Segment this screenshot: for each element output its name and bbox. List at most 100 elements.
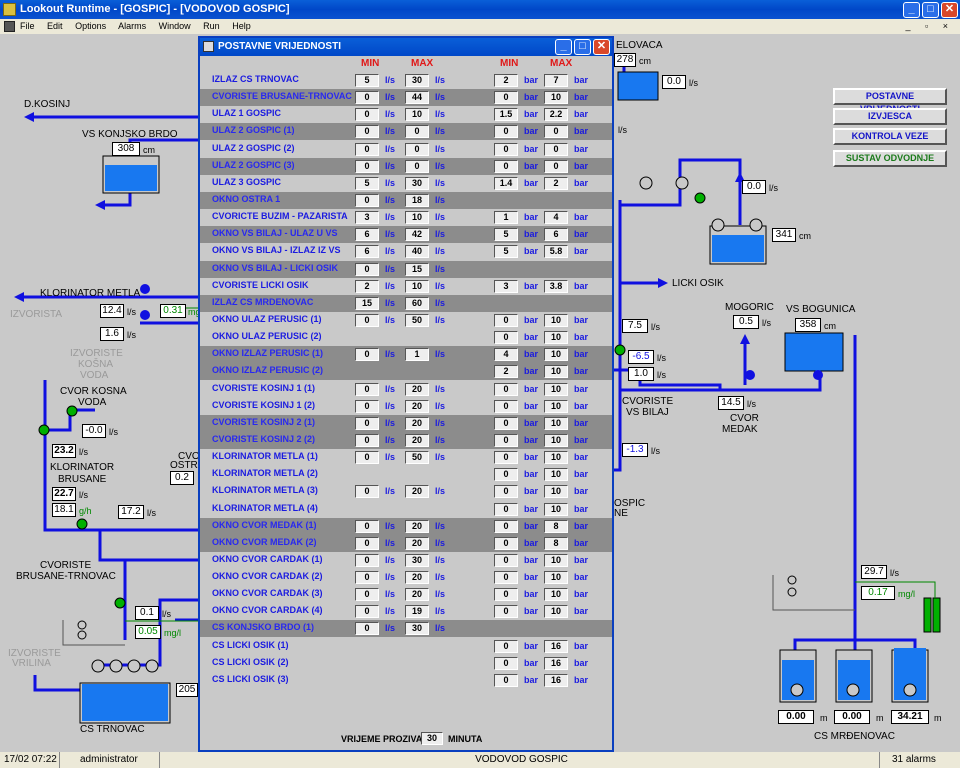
setpoint-flow-min-input[interactable]: 0 [355, 262, 379, 276]
setpoint-flow-min-input[interactable]: 6 [355, 228, 379, 242]
setpoint-pressure-max-input[interactable]: 10 [544, 365, 568, 379]
setpoint-pressure-min-input[interactable]: 0 [494, 502, 518, 516]
setpoint-pressure-max-input[interactable]: 10 [544, 91, 568, 105]
setpoint-pressure-min-input[interactable]: 0 [494, 639, 518, 653]
maximize-button[interactable]: □ [922, 2, 939, 18]
setpoint-pressure-min-input[interactable]: 0 [494, 331, 518, 345]
setpoint-pressure-max-input[interactable]: 16 [544, 656, 568, 670]
setpoint-pressure-max-input[interactable]: 0 [544, 159, 568, 173]
setpoint-pressure-max-input[interactable]: 0 [544, 125, 568, 139]
sustav-odvodnje-button[interactable]: SUSTAV ODVODNJE [833, 150, 947, 167]
setpoint-pressure-max-input[interactable]: 10 [544, 313, 568, 327]
setpoint-pressure-max-input[interactable]: 10 [544, 571, 568, 585]
setpoint-pressure-min-input[interactable]: 0 [494, 673, 518, 687]
setpoint-flow-min-input[interactable]: 0 [355, 451, 379, 465]
setpoint-flow-min-input[interactable]: 5 [355, 176, 379, 190]
setpoint-pressure-max-input[interactable]: 10 [544, 588, 568, 602]
setpoint-flow-max-input[interactable]: 30 [405, 622, 429, 636]
setpoint-pressure-max-input[interactable]: 6 [544, 228, 568, 242]
setpoint-pressure-min-input[interactable]: 3 [494, 279, 518, 293]
setpoint-pressure-min-input[interactable]: 0 [494, 142, 518, 156]
setpoint-pressure-max-input[interactable]: 10 [544, 553, 568, 567]
setpoint-flow-max-input[interactable]: 20 [405, 519, 429, 533]
setpoint-pressure-min-input[interactable]: 5 [494, 228, 518, 242]
setpoint-pressure-max-input[interactable]: 0 [544, 142, 568, 156]
setpoint-flow-min-input[interactable]: 0 [355, 348, 379, 362]
setpoint-pressure-max-input[interactable]: 5.8 [544, 245, 568, 259]
dialog-maximize-button[interactable]: □ [574, 39, 591, 55]
setpoint-flow-min-input[interactable]: 15 [355, 296, 379, 310]
setpoint-flow-min-input[interactable]: 0 [355, 571, 379, 585]
setpoint-pressure-min-input[interactable]: 2 [494, 74, 518, 87]
setpoint-flow-min-input[interactable]: 0 [355, 91, 379, 105]
setpoint-flow-max-input[interactable]: 30 [405, 74, 429, 87]
setpoint-pressure-min-input[interactable]: 0 [494, 605, 518, 619]
setpoint-flow-min-input[interactable]: 0 [355, 519, 379, 533]
setpoint-flow-min-input[interactable]: 0 [355, 588, 379, 602]
setpoint-pressure-min-input[interactable]: 0 [494, 588, 518, 602]
setpoint-pressure-min-input[interactable]: 0 [494, 519, 518, 533]
izvjesca-button[interactable]: IZVJESCA [833, 108, 947, 125]
setpoint-pressure-min-input[interactable]: 2 [494, 365, 518, 379]
setpoint-pressure-min-input[interactable]: 1 [494, 211, 518, 225]
setpoint-pressure-max-input[interactable]: 3.8 [544, 279, 568, 293]
status-alarms[interactable]: 31 alarms [892, 754, 936, 765]
setpoint-pressure-max-input[interactable]: 7 [544, 74, 568, 87]
setpoint-flow-max-input[interactable]: 0 [405, 142, 429, 156]
setpoint-flow-min-input[interactable]: 5 [355, 74, 379, 87]
setpoint-flow-min-input[interactable]: 0 [355, 536, 379, 550]
menu-file[interactable]: File [20, 21, 35, 31]
setpoint-flow-max-input[interactable]: 20 [405, 399, 429, 413]
setpoint-flow-max-input[interactable]: 10 [405, 108, 429, 122]
setpoint-pressure-min-input[interactable]: 0 [494, 399, 518, 413]
setpoint-flow-min-input[interactable]: 0 [355, 159, 379, 173]
setpoint-pressure-max-input[interactable]: 10 [544, 433, 568, 447]
setpoint-flow-max-input[interactable]: 60 [405, 296, 429, 310]
setpoint-flow-min-input[interactable]: 0 [355, 313, 379, 327]
setpoint-flow-max-input[interactable]: 0 [405, 159, 429, 173]
setpoint-flow-max-input[interactable]: 50 [405, 451, 429, 465]
postavne-vrijednosti-button[interactable]: POSTAVNE VRIJEDNOSTI [833, 88, 947, 114]
setpoint-flow-min-input[interactable]: 0 [355, 382, 379, 396]
setpoint-flow-min-input[interactable]: 3 [355, 211, 379, 225]
setpoint-flow-max-input[interactable]: 40 [405, 245, 429, 259]
setpoint-pressure-min-input[interactable]: 0 [494, 433, 518, 447]
setpoint-pressure-min-input[interactable]: 0 [494, 536, 518, 550]
setpoint-flow-max-input[interactable]: 44 [405, 91, 429, 105]
menu-run[interactable]: Run [203, 21, 220, 31]
setpoint-flow-min-input[interactable]: 0 [355, 622, 379, 636]
setpoint-pressure-min-input[interactable]: 1.4 [494, 176, 518, 190]
setpoint-pressure-max-input[interactable]: 8 [544, 536, 568, 550]
dialog-close-button[interactable]: ✕ [593, 39, 610, 55]
setpoint-pressure-max-input[interactable]: 16 [544, 673, 568, 687]
setpoint-flow-max-input[interactable]: 30 [405, 553, 429, 567]
setpoint-flow-max-input[interactable]: 20 [405, 416, 429, 430]
setpoint-pressure-max-input[interactable]: 10 [544, 331, 568, 345]
setpoint-pressure-min-input[interactable]: 0 [494, 159, 518, 173]
setpoint-flow-max-input[interactable]: 10 [405, 279, 429, 293]
setpoint-pressure-min-input[interactable]: 0 [494, 656, 518, 670]
minimize-button[interactable]: _ [903, 2, 920, 18]
setpoint-flow-max-input[interactable]: 15 [405, 262, 429, 276]
setpoint-pressure-max-input[interactable]: 10 [544, 468, 568, 482]
setpoint-pressure-min-input[interactable]: 0 [494, 382, 518, 396]
scan-interval-input[interactable]: 30 [421, 732, 443, 745]
setpoint-pressure-max-input[interactable]: 10 [544, 605, 568, 619]
setpoint-pressure-min-input[interactable]: 0 [494, 468, 518, 482]
setpoint-pressure-max-input[interactable]: 10 [544, 416, 568, 430]
setpoint-pressure-max-input[interactable]: 8 [544, 519, 568, 533]
setpoint-flow-max-input[interactable]: 42 [405, 228, 429, 242]
menu-window[interactable]: Window [158, 21, 191, 31]
mdi-controls[interactable]: _ ▫ × [905, 21, 954, 31]
setpoint-flow-min-input[interactable]: 0 [355, 605, 379, 619]
setpoint-pressure-min-input[interactable]: 0 [494, 91, 518, 105]
setpoint-pressure-min-input[interactable]: 0 [494, 571, 518, 585]
setpoint-flow-max-input[interactable]: 1 [405, 348, 429, 362]
menu-edit[interactable]: Edit [47, 21, 63, 31]
setpoint-pressure-min-input[interactable]: 4 [494, 348, 518, 362]
setpoint-pressure-max-input[interactable]: 10 [544, 348, 568, 362]
setpoint-flow-max-input[interactable]: 30 [405, 176, 429, 190]
setpoint-flow-min-input[interactable]: 0 [355, 416, 379, 430]
menu-help[interactable]: Help [232, 21, 251, 31]
setpoint-pressure-max-input[interactable]: 10 [544, 451, 568, 465]
